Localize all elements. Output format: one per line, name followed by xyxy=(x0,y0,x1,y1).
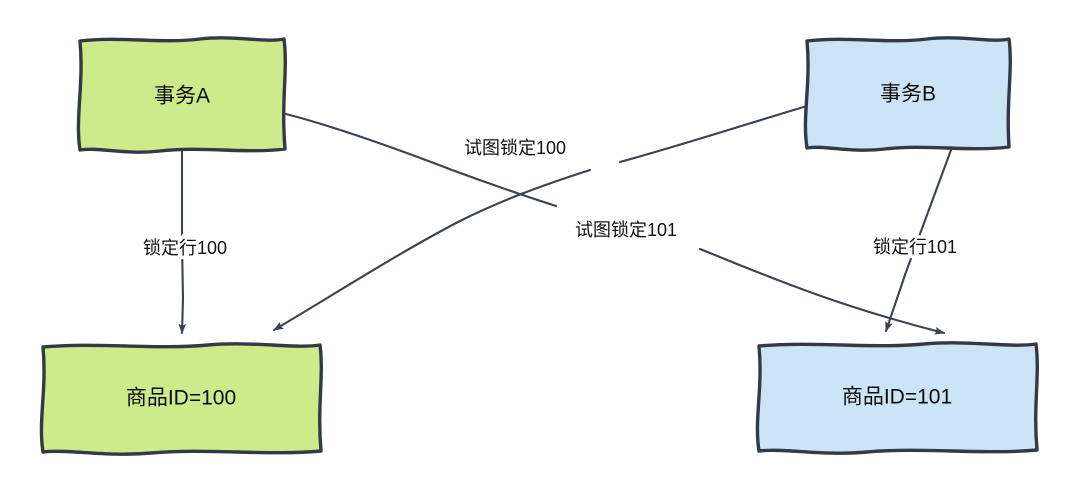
edge-label-try-lock-100: 试图锁定100 xyxy=(460,134,569,161)
edge-label-try-lock-101-text: 试图锁定101 xyxy=(575,220,677,240)
edge-label-lock-row-100: 锁定行100 xyxy=(139,234,230,261)
edge-label-try-lock-101: 试图锁定101 xyxy=(571,216,680,243)
node-txn-a[interactable]: 事务A xyxy=(76,36,287,154)
edge-try-lock-100-segment-left xyxy=(272,168,592,332)
edge-try-lock-100 xyxy=(272,93,847,332)
node-row-101-label: 商品ID=101 xyxy=(842,386,952,409)
node-row-100[interactable]: 商品ID=100 xyxy=(39,342,323,456)
edge-try-lock-101 xyxy=(284,112,946,335)
node-txn-b-shape xyxy=(803,36,1012,152)
node-row-101-shape xyxy=(755,341,1039,455)
edge-lock-row-101-path xyxy=(884,148,953,333)
edge-label-lock-row-100-text: 锁定行100 xyxy=(143,238,227,258)
edge-lock-row-100-path xyxy=(178,149,187,335)
node-row-100-shape xyxy=(39,342,323,456)
node-row-100-label: 商品ID=100 xyxy=(126,387,236,410)
node-txn-b-label: 事务B xyxy=(880,83,936,106)
edge-lock-row-100 xyxy=(178,149,187,335)
edge-try-lock-101-segment-left xyxy=(284,112,558,208)
edge-label-lock-row-101-text: 锁定行101 xyxy=(873,237,957,257)
edge-label-lock-row-101: 锁定行101 xyxy=(869,233,960,260)
edge-label-try-lock-100-text: 试图锁定100 xyxy=(464,138,566,158)
node-txn-b[interactable]: 事务B xyxy=(803,36,1012,152)
node-txn-a-label: 事务A xyxy=(154,85,210,108)
edge-lock-row-101 xyxy=(884,148,953,333)
edge-try-lock-101-segment-right xyxy=(698,247,946,335)
node-row-101[interactable]: 商品ID=101 xyxy=(755,341,1039,455)
node-txn-a-shape xyxy=(76,36,287,154)
